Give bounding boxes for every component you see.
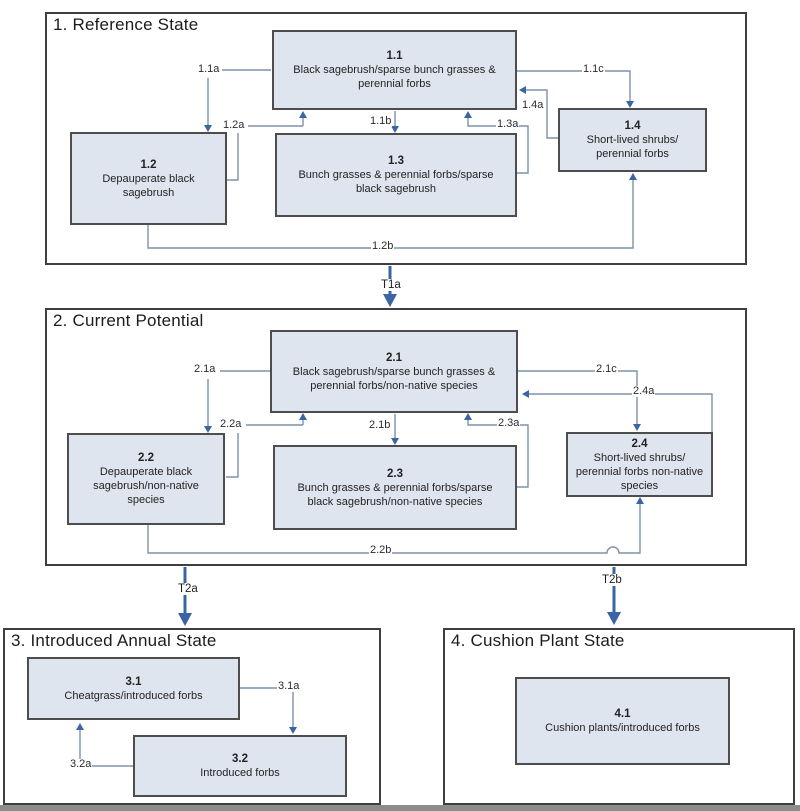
- pathway-2-4a: [522, 390, 713, 432]
- pathway-1-1b: [391, 111, 399, 133]
- pathway-1-4a: [519, 86, 558, 139]
- pathway-label-1-1b: 1.1b: [369, 115, 393, 127]
- pathway-2-1b: [391, 414, 399, 445]
- pathway-label-1-4a: 1.4a: [521, 99, 545, 111]
- community-description: Cheatgrass/introduced forbs: [64, 689, 203, 702]
- pathway-1-3a: [464, 111, 529, 174]
- pathway-label-1-3a: 1.3a: [496, 118, 520, 130]
- pathway-label-1-2a: 1.2a: [222, 119, 246, 131]
- community-number: 2.1: [386, 351, 402, 364]
- community-box-2-4: 2.4 Short-lived shrubs/ perennial forbs …: [566, 432, 713, 497]
- pathway-label-2-4a: 2.4a: [632, 385, 656, 397]
- pathway-label-2-2a: 2.2a: [219, 418, 243, 430]
- community-description: Depauperate black sagebrush: [102, 172, 195, 199]
- community-box-2-1: 2.1 Black sagebrush/sparse bunch grasses…: [270, 330, 518, 413]
- pathway-label-3-2a: 3.2a: [69, 758, 93, 770]
- community-description: Depauperate black sagebrush/non-native s…: [93, 466, 199, 506]
- pathway-label-3-1a: 3.1a: [277, 680, 301, 692]
- community-box-1-3: 1.3 Bunch grasses & perennial forbs/spar…: [275, 133, 517, 217]
- state-2-title: 2. Current Potential: [53, 311, 204, 330]
- community-description: Short-lived shrubs/ perennial forbs non-…: [575, 451, 704, 492]
- transition-label-t2b: T2b: [601, 574, 623, 586]
- community-box-1-2: 1.2 Depauperate black sagebrush: [70, 132, 227, 225]
- pathway-label-2-3a: 2.3a: [497, 417, 521, 429]
- community-description: Black sagebrush/sparse bunch grasses & p…: [292, 365, 496, 392]
- pathway-label-2-1a: 2.1a: [193, 363, 217, 375]
- pathway-label-1-1c: 1.1c: [582, 63, 605, 75]
- community-number: 1.2: [140, 158, 157, 171]
- state-1-title: 1. Reference State: [53, 15, 199, 34]
- community-box-3-2: 3.2 Introduced forbs: [133, 735, 347, 797]
- community-box-1-1: 1.1 Black sagebrush/sparse bunch grasses…: [272, 30, 517, 110]
- community-description: Introduced forbs: [200, 767, 280, 779]
- community-description: Short-lived shrubs/ perennial forbs: [586, 134, 679, 160]
- transition-label-t2a: T2a: [177, 583, 199, 595]
- pathway-label-1-1a: 1.1a: [197, 63, 221, 75]
- state-4-title: 4. Cushion Plant State: [451, 631, 625, 650]
- pathway-2-1c: [518, 370, 641, 431]
- transition-label-t1a: T1a: [380, 279, 402, 291]
- community-number: 3.1: [125, 675, 142, 688]
- community-number: 1.3: [388, 155, 404, 167]
- community-number: 1.4: [624, 120, 641, 132]
- pathway-label-2-1b: 2.1b: [368, 419, 392, 431]
- pathway-2-2b: [147, 497, 644, 554]
- community-box-4-1: 4.1 Cushion plants/introduced forbs: [515, 677, 730, 765]
- community-number: 4.1: [614, 708, 631, 720]
- pathway-1-1a: [204, 69, 271, 132]
- community-number: 1.1: [386, 50, 403, 62]
- community-box-3-1: 3.1 Cheatgrass/introduced forbs: [27, 657, 240, 720]
- pathway-3-1a: [240, 687, 297, 734]
- transition-t2a-arrow: [178, 567, 192, 626]
- community-description: Bunch grasses & perennial forbs/sparse b…: [298, 169, 494, 195]
- community-number: 2.4: [631, 437, 648, 450]
- pathway-2-2a: [226, 413, 307, 478]
- community-number: 2.2: [138, 452, 154, 464]
- pathway-label-2-1c: 2.1c: [595, 363, 618, 375]
- image-bottom-edge: [0, 805, 800, 811]
- community-description: Bunch grasses & perennial forbs/sparse b…: [297, 481, 493, 508]
- community-description: Cushion plants/introduced forbs: [545, 722, 700, 734]
- pathway-2-1a: [204, 370, 271, 433]
- pathway-label-2-2b: 2.2b: [369, 544, 393, 556]
- community-box-1-4: 1.4 Short-lived shrubs/ perennial forbs: [558, 108, 707, 172]
- community-box-2-2: 2.2 Depauperate black sagebrush/non-nati…: [67, 433, 225, 525]
- pathway-label-1-2b: 1.2b: [371, 240, 395, 252]
- pathway-2-3a: [464, 413, 529, 488]
- pathway-1-2a: [227, 111, 307, 181]
- community-box-2-3: 2.3 Bunch grasses & perennial forbs/spar…: [273, 445, 517, 530]
- pathway-1-1c: [517, 70, 634, 108]
- state-3-title: 3. Introduced Annual State: [11, 631, 217, 650]
- community-number: 3.2: [232, 753, 248, 765]
- community-number: 2.3: [387, 467, 403, 480]
- community-description: Black sagebrush/sparse bunch grasses & p…: [293, 64, 496, 90]
